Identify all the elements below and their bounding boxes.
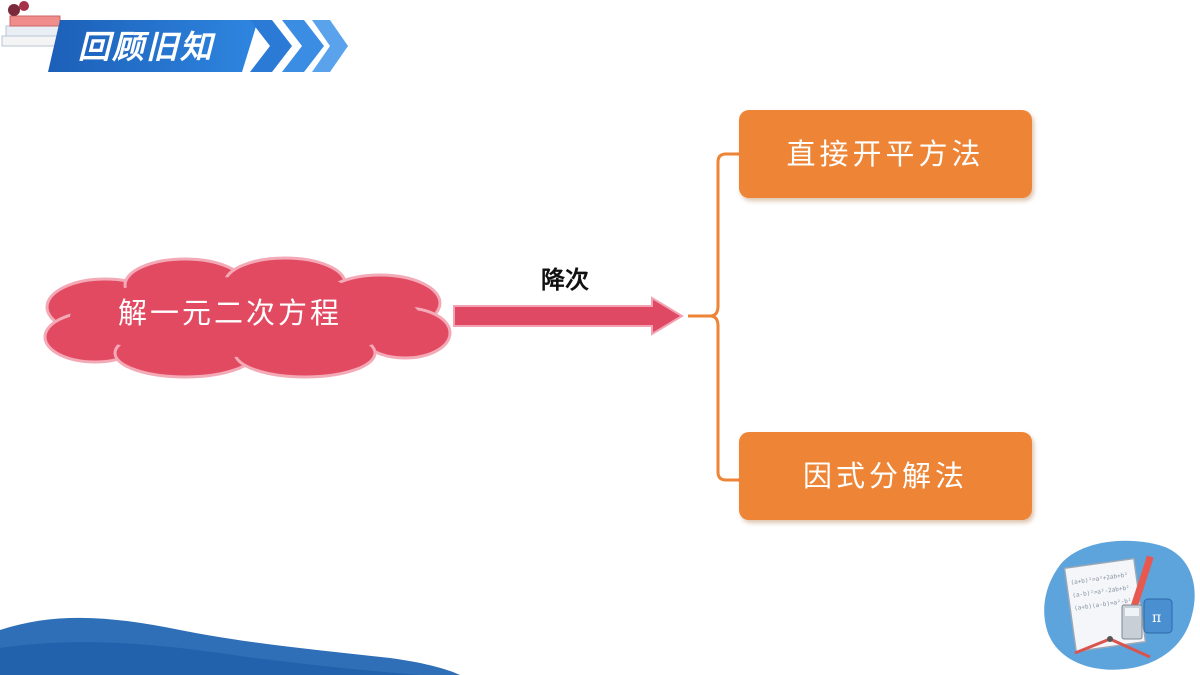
chevron-icon [282,20,324,72]
chevron-icon [312,20,348,72]
arrow-label: 降次 [541,265,589,294]
chevron-icon [250,20,292,72]
math-tools-illustration: (a+b)²=a²+2ab+b² (a-b)²=a²-2ab+b² (a+b)(… [1044,540,1195,670]
mug-icon: π [1143,598,1173,634]
svg-text:π: π [1152,610,1161,626]
source-label: 解一元二次方程 [117,296,342,330]
source-cloud-shape [43,256,452,379]
header-banner [1,1,348,72]
method-box-factorization: 因式分解法 [739,432,1032,520]
decorative-wave [0,617,460,675]
calculator-icon [1121,604,1143,640]
method-box-square-root: 直接开平方法 [739,110,1032,198]
branch-bracket [688,152,740,482]
page-title: 回顾旧知 [78,28,215,66]
compass-icon [1074,636,1151,659]
books-icon [1,1,61,47]
reduce-degree-arrow [453,296,684,336]
